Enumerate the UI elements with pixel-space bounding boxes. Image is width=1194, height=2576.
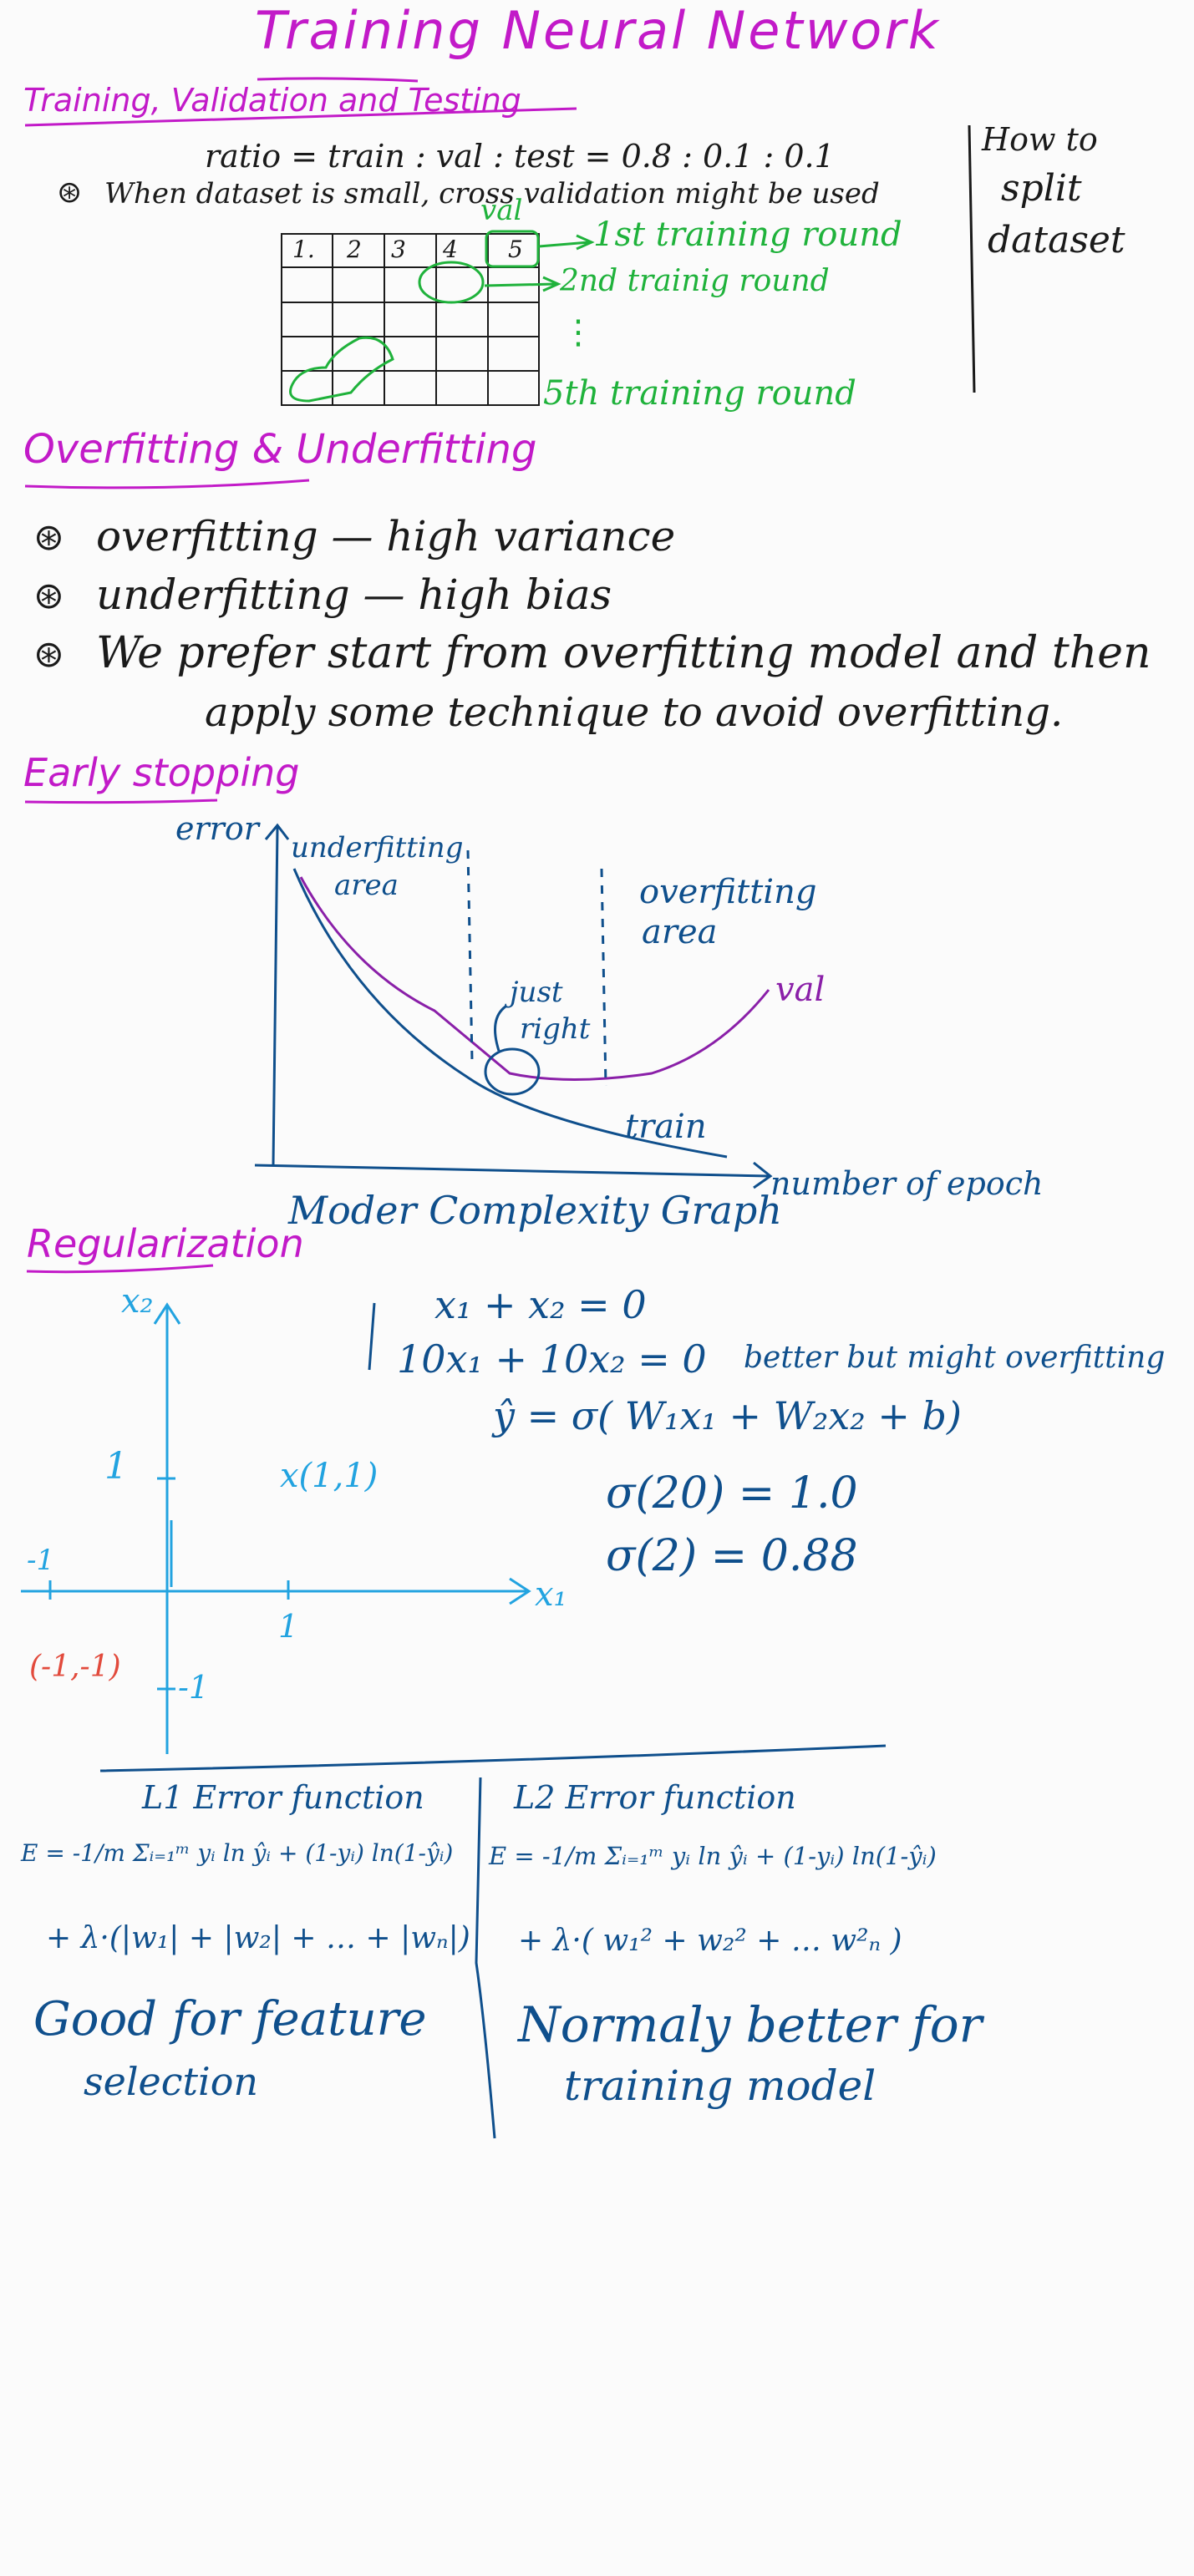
title-underline	[257, 77, 419, 83]
grid-header: 1.	[292, 236, 315, 263]
l1-note-line-1: Good for feature	[33, 1992, 427, 2046]
bullet-underfitting: underfitting — high bias	[96, 570, 612, 619]
side-note-line-2: split	[1001, 167, 1082, 210]
heading-underline	[24, 107, 577, 127]
section-heading-regularization: Regularization	[27, 1221, 304, 1266]
val-label: val	[480, 194, 523, 227]
note-bullet: ⊛	[57, 175, 83, 210]
bullet-prefer-continuation: apply some technique to avoid overfittin…	[205, 689, 1064, 736]
y-axis-label: error	[175, 810, 259, 847]
equation-5: σ(2) = 0.88	[606, 1531, 858, 1581]
bullet-icon: ⊛	[33, 633, 64, 676]
l2-note-line-2: training model	[564, 2061, 876, 2110]
l2-formula-1: E = -1/m Σᵢ₌₁ᵐ yᵢ ln ŷᵢ + (1-yᵢ) ln(1-ŷᵢ…	[489, 1842, 937, 1870]
equation-bracket	[368, 1302, 376, 1371]
heading-underline	[24, 479, 310, 489]
heading-underline	[24, 799, 218, 804]
heading-underline	[26, 1264, 214, 1274]
regularization-axes	[21, 1302, 531, 1754]
bullet-overfitting: overfitting — high variance	[96, 512, 676, 560]
equation-2-note: better but might overfitting	[744, 1341, 1166, 1375]
axis-y-label: x₂	[121, 1282, 154, 1321]
grid-header: 5	[508, 236, 523, 263]
round-5-label: 5th training round	[543, 374, 856, 413]
graph-caption: Moder Complexity Graph	[288, 1188, 782, 1233]
tick-y-negative: -1	[178, 1669, 210, 1706]
round-2-label: 2nd trainig round	[560, 264, 830, 298]
section-divider	[99, 1744, 887, 1772]
grid-header: 2	[347, 236, 362, 263]
equation-4: σ(20) = 1.0	[606, 1468, 858, 1519]
val-curve-label: val	[775, 971, 826, 1009]
complexity-graph	[254, 823, 773, 1189]
tick-x-negative: -1	[27, 1544, 55, 1577]
x-axis-label: number of epoch	[770, 1165, 1044, 1202]
underfitting-area-line-1: underfitting	[291, 831, 464, 865]
underfitting-area-line-2: area	[334, 869, 399, 902]
page-title: Training Neural Network	[255, 0, 941, 61]
just-right-line-2: right	[520, 1012, 591, 1046]
round-ellipsis: ⋮	[561, 313, 595, 352]
l1-formula-2: + λ·(|w₁| + |w₂| + … + |wₙ|)	[46, 1921, 470, 1955]
equation-1: x₁ + x₂ = 0	[434, 1282, 647, 1327]
point-neg-1-neg-1: (-1,-1)	[29, 1650, 121, 1684]
side-note-line-3: dataset	[988, 219, 1125, 261]
l1-note-line-2: selection	[84, 2059, 259, 2104]
l1-title: L1 Error function	[142, 1779, 424, 1816]
section-heading-early-stopping: Early stopping	[23, 750, 300, 795]
cross-validation-grid	[281, 233, 540, 406]
bullet-icon: ⊛	[33, 516, 64, 559]
overfitting-area-line-1: overfitting	[639, 873, 817, 911]
equation-2: 10x₁ + 10x₂ = 0	[397, 1336, 707, 1382]
tick-x-positive: 1	[278, 1608, 299, 1645]
point-1-1: x(1,1)	[280, 1457, 379, 1495]
bullet-prefer: We prefer start from overfitting model a…	[96, 628, 1151, 678]
overfitting-area-line-2: area	[642, 913, 718, 951]
equation-3: ŷ = σ( W₁x₁ + W₂x₂ + b)	[493, 1393, 962, 1438]
bullet-icon: ⊛	[33, 575, 64, 617]
cross-validation-note: When dataset is small, cross validation …	[104, 177, 880, 210]
side-note-line-1: How to	[982, 121, 1098, 158]
tick-y-positive: 1	[104, 1445, 128, 1488]
l2-note-line-1: Normaly better for	[518, 1996, 983, 2053]
l1-formula-1: E = -1/m Σᵢ₌₁ᵐ yᵢ ln ŷᵢ + (1-yᵢ) ln(1-ŷᵢ…	[21, 1839, 454, 1867]
fold-highlights	[289, 230, 595, 403]
round-1-label: 1st training round	[593, 216, 902, 254]
l2-formula-2: + λ·( w₁² + w₂² + … w²ₙ )	[518, 1924, 902, 1958]
axis-x-label: x₁	[535, 1575, 567, 1614]
section-heading-overfitting: Overfitting & Underfitting	[23, 426, 537, 473]
l1-l2-divider	[475, 1777, 496, 2139]
just-right-line-1: just	[510, 976, 563, 1009]
ratio-text: ratio = train : val : test = 0.8 : 0.1 :…	[205, 138, 835, 175]
grid-header: 3	[391, 236, 406, 263]
l2-title: L2 Error function	[514, 1779, 796, 1816]
grid-header: 4	[443, 236, 458, 263]
split-bracket	[968, 124, 976, 393]
